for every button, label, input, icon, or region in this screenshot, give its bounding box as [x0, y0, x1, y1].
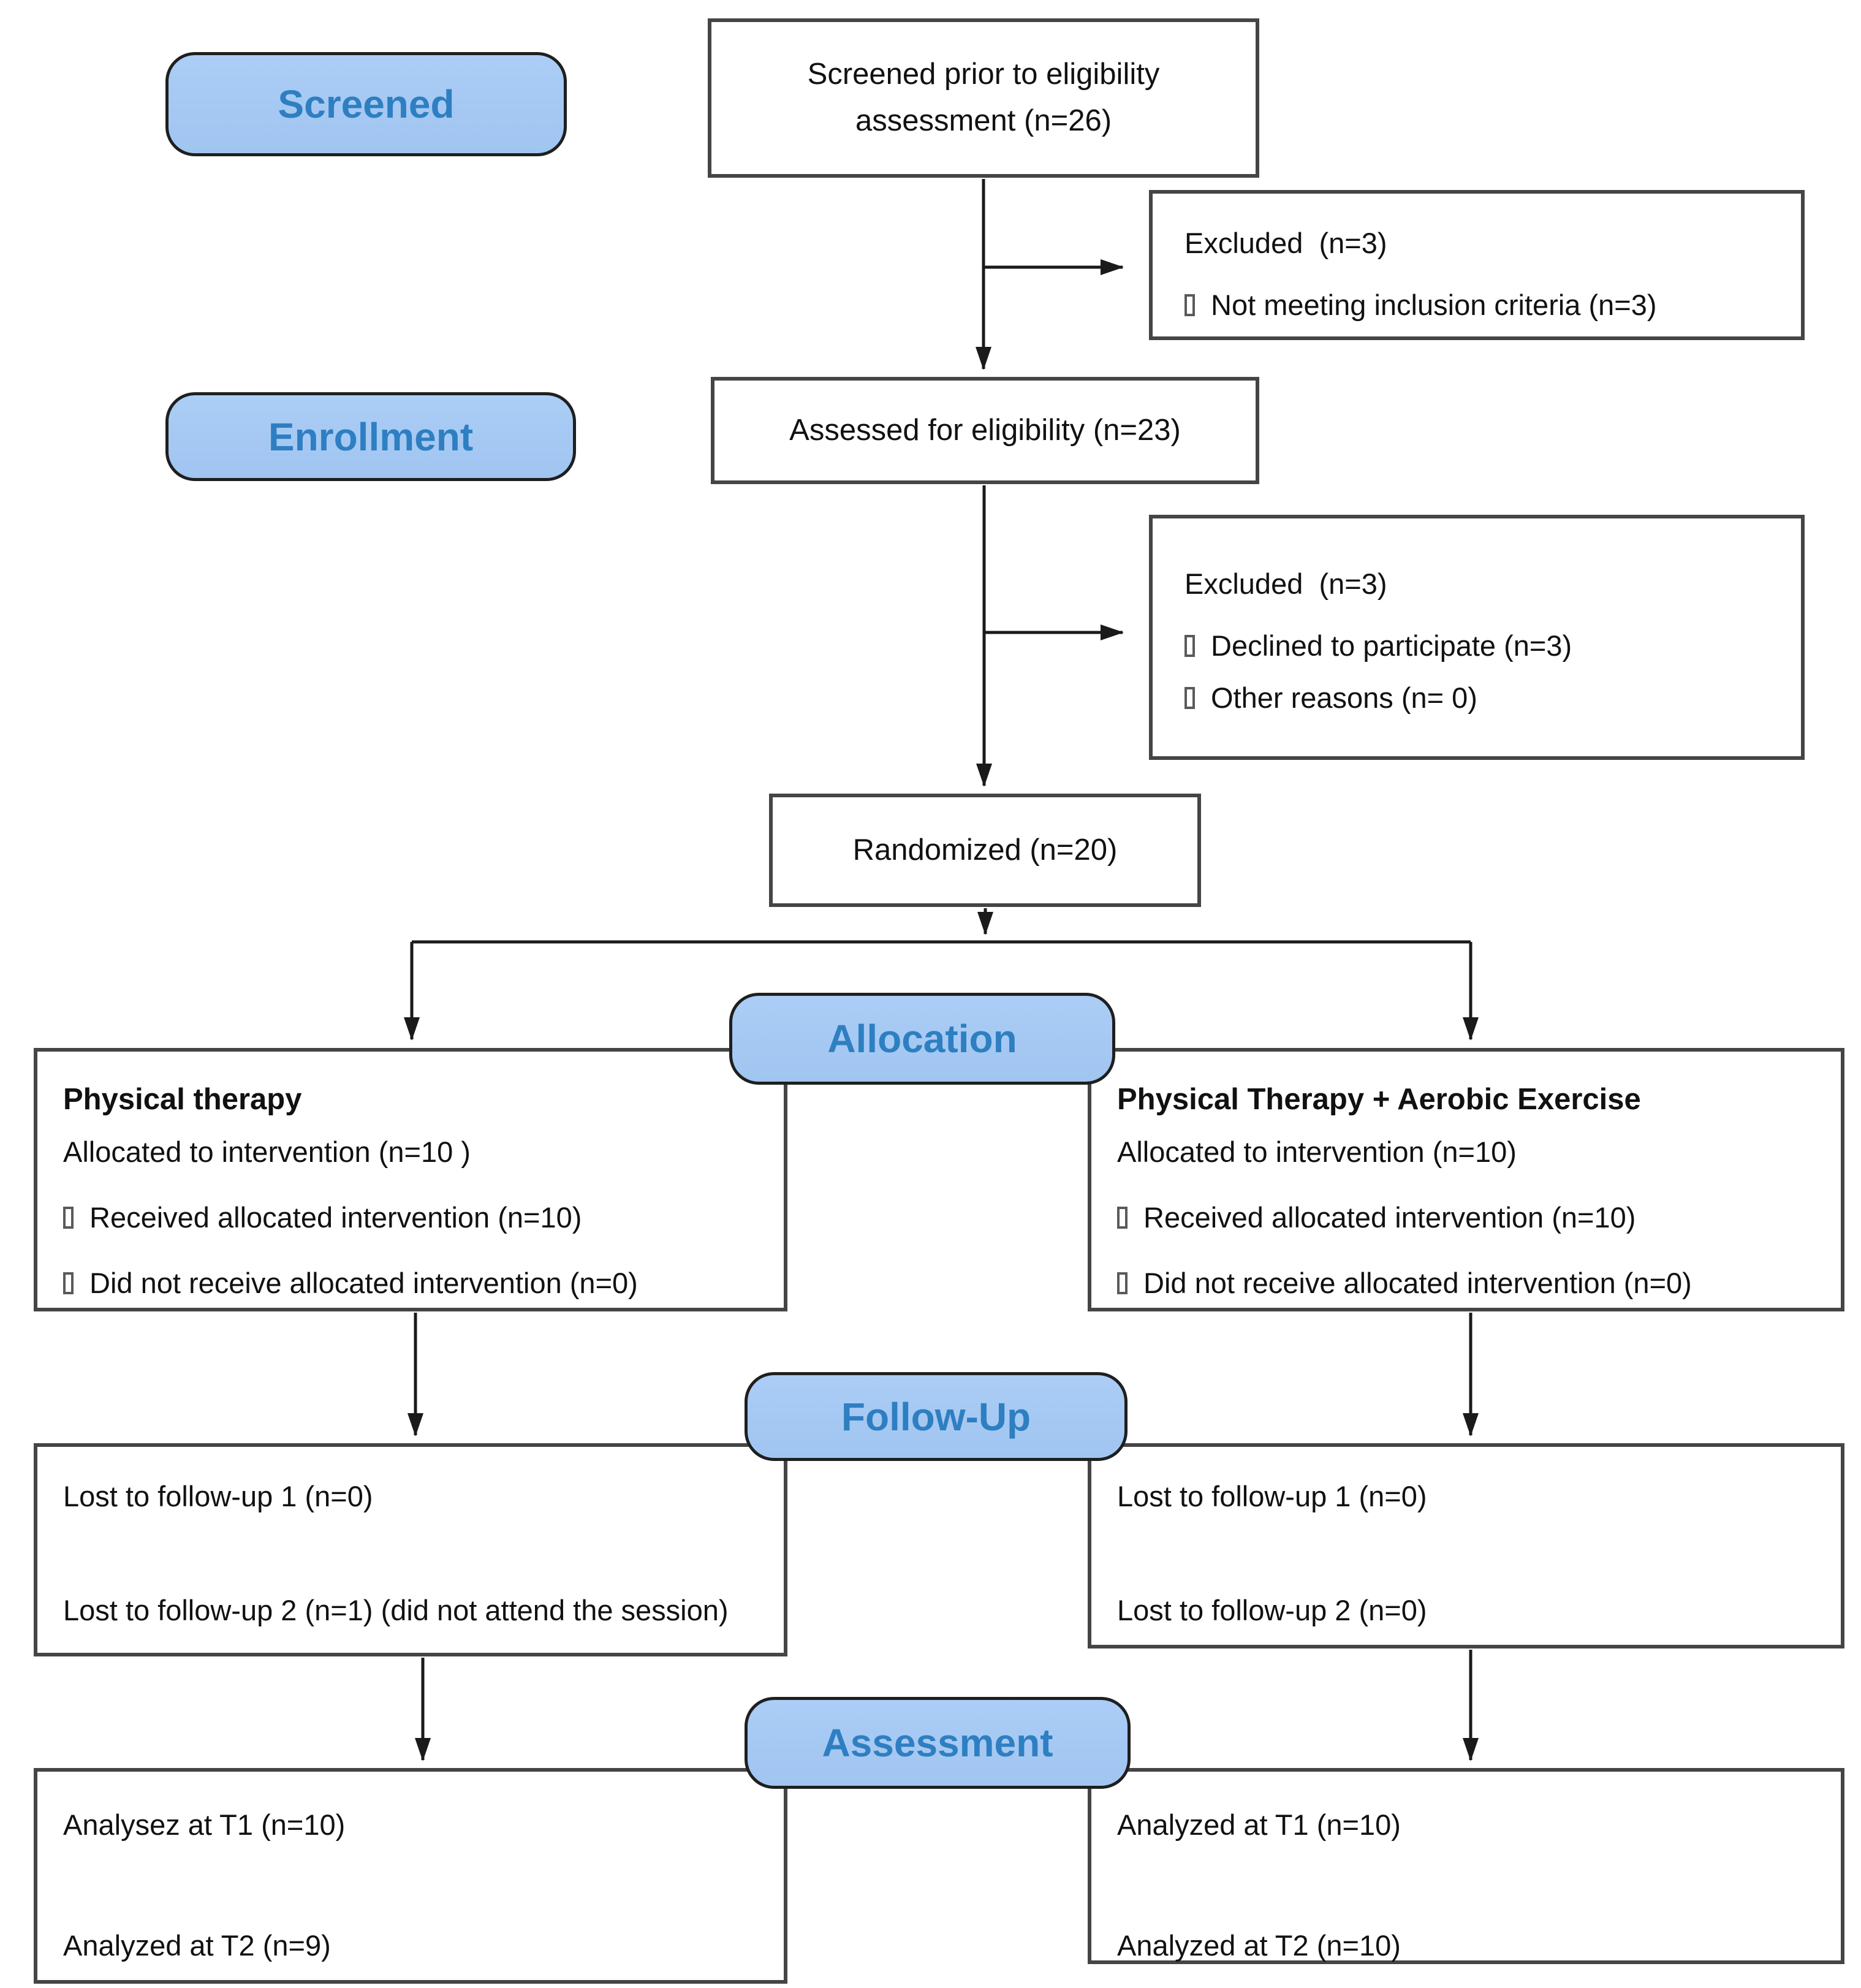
list-item: Not meeting inclusion criteria (n=3) [1184, 287, 1789, 324]
excluded-enrollment-title: Excluded (n=3) [1184, 567, 1387, 600]
assessment-left-line-2: Analyzed at T2 (n=9) [63, 1929, 331, 1962]
allocation-left-item-1: Received allocated intervention (n=10) [89, 1201, 582, 1234]
allocation-left-title: Physical therapy [63, 1083, 302, 1116]
allocation-left-item-2: Did not receive allocated intervention (… [89, 1266, 638, 1299]
stage-label-followup: Follow-Up [745, 1372, 1128, 1461]
stage-label-enrollment: Enrollment [165, 392, 576, 481]
followup-right-line-1: Lost to follow-up 1 (n=0) [1117, 1480, 1427, 1512]
screened-prior-text: Screened prior to eligibility assessment… [807, 58, 1160, 137]
box-screened-prior-eligibility: Screened prior to eligibility assessment… [708, 18, 1259, 178]
box-allocation-pt-aerobic: Physical Therapy + Aerobic Exercise Allo… [1088, 1048, 1844, 1311]
followup-left-line-1: Lost to follow-up 1 (n=0) [63, 1480, 373, 1512]
missing-glyph-bullet-icon [1184, 686, 1195, 709]
assessment-right-line-1: Analyzed at T1 (n=10) [1117, 1808, 1401, 1841]
randomized-text: Randomized (n=20) [852, 833, 1118, 867]
allocation-right-allocated: Allocated to intervention (n=10) [1117, 1136, 1517, 1169]
box-followup-pt-aerobic: Lost to follow-up 1 (n=0) Lost to follow… [1088, 1443, 1844, 1648]
list-item: Other reasons (n= 0) [1184, 680, 1789, 716]
stage-label-assessment-text: Assessment [822, 1721, 1053, 1765]
stage-label-screened-text: Screened [278, 82, 455, 126]
missing-glyph-bullet-icon [1117, 1272, 1128, 1295]
missing-glyph-bullet-icon [63, 1207, 74, 1229]
list-item: Did not receive allocated intervention (… [63, 1265, 771, 1302]
missing-glyph-bullet-icon [1184, 635, 1195, 658]
allocation-right-title: Physical Therapy + Aerobic Exercise [1117, 1083, 1641, 1116]
stage-label-screened: Screened [165, 52, 567, 156]
excluded-enrollment-reason-1: Declined to participate (n=3) [1211, 629, 1572, 662]
box-assessed-eligibility: Assessed for eligibility (n=23) [711, 377, 1259, 484]
stage-label-allocation: Allocation [729, 993, 1115, 1085]
allocation-right-item-2: Did not receive allocated intervention (… [1143, 1266, 1692, 1299]
assessed-text: Assessed for eligibility (n=23) [789, 413, 1181, 447]
stage-label-enrollment-text: Enrollment [268, 414, 474, 459]
list-item: Declined to participate (n=3) [1184, 628, 1789, 664]
missing-glyph-bullet-icon [63, 1272, 74, 1295]
stage-label-assessment: Assessment [745, 1697, 1131, 1789]
assessment-right-line-2: Analyzed at T2 (n=10) [1117, 1929, 1401, 1962]
excluded-screening-title: Excluded (n=3) [1184, 227, 1387, 259]
box-excluded-enrollment: Excluded (n=3) Declined to participate (… [1149, 515, 1805, 760]
followup-left-line-2: Lost to follow-up 2 (n=1) (did not atten… [63, 1593, 729, 1626]
assessment-left-line-1: Analysez at T1 (n=10) [63, 1808, 346, 1841]
box-excluded-screening: Excluded (n=3) Not meeting inclusion cri… [1149, 190, 1805, 340]
followup-right-line-2: Lost to follow-up 2 (n=0) [1117, 1593, 1427, 1626]
box-assessment-physical-therapy: Analysez at T1 (n=10) Analyzed at T2 (n=… [34, 1768, 787, 1984]
stage-label-allocation-text: Allocation [827, 1017, 1017, 1061]
list-item: Received allocated intervention (n=10) [63, 1200, 771, 1236]
list-item: Did not receive allocated intervention (… [1117, 1265, 1829, 1302]
box-randomized: Randomized (n=20) [769, 794, 1201, 907]
list-item: Received allocated intervention (n=10) [1117, 1200, 1829, 1236]
box-allocation-physical-therapy: Physical therapy Allocated to interventi… [34, 1048, 787, 1311]
missing-glyph-bullet-icon [1117, 1207, 1128, 1229]
excluded-screening-reason: Not meeting inclusion criteria (n=3) [1211, 288, 1657, 321]
stage-label-followup-text: Follow-Up [841, 1394, 1031, 1439]
missing-glyph-bullet-icon [1184, 294, 1195, 317]
box-followup-physical-therapy: Lost to follow-up 1 (n=0) Lost to follow… [34, 1443, 787, 1656]
allocation-right-item-1: Received allocated intervention (n=10) [1143, 1201, 1636, 1234]
box-assessment-pt-aerobic: Analyzed at T1 (n=10) Analyzed at T2 (n=… [1088, 1768, 1844, 1964]
excluded-enrollment-reason-2: Other reasons (n= 0) [1211, 681, 1477, 714]
allocation-left-allocated: Allocated to intervention (n=10 ) [63, 1136, 471, 1169]
